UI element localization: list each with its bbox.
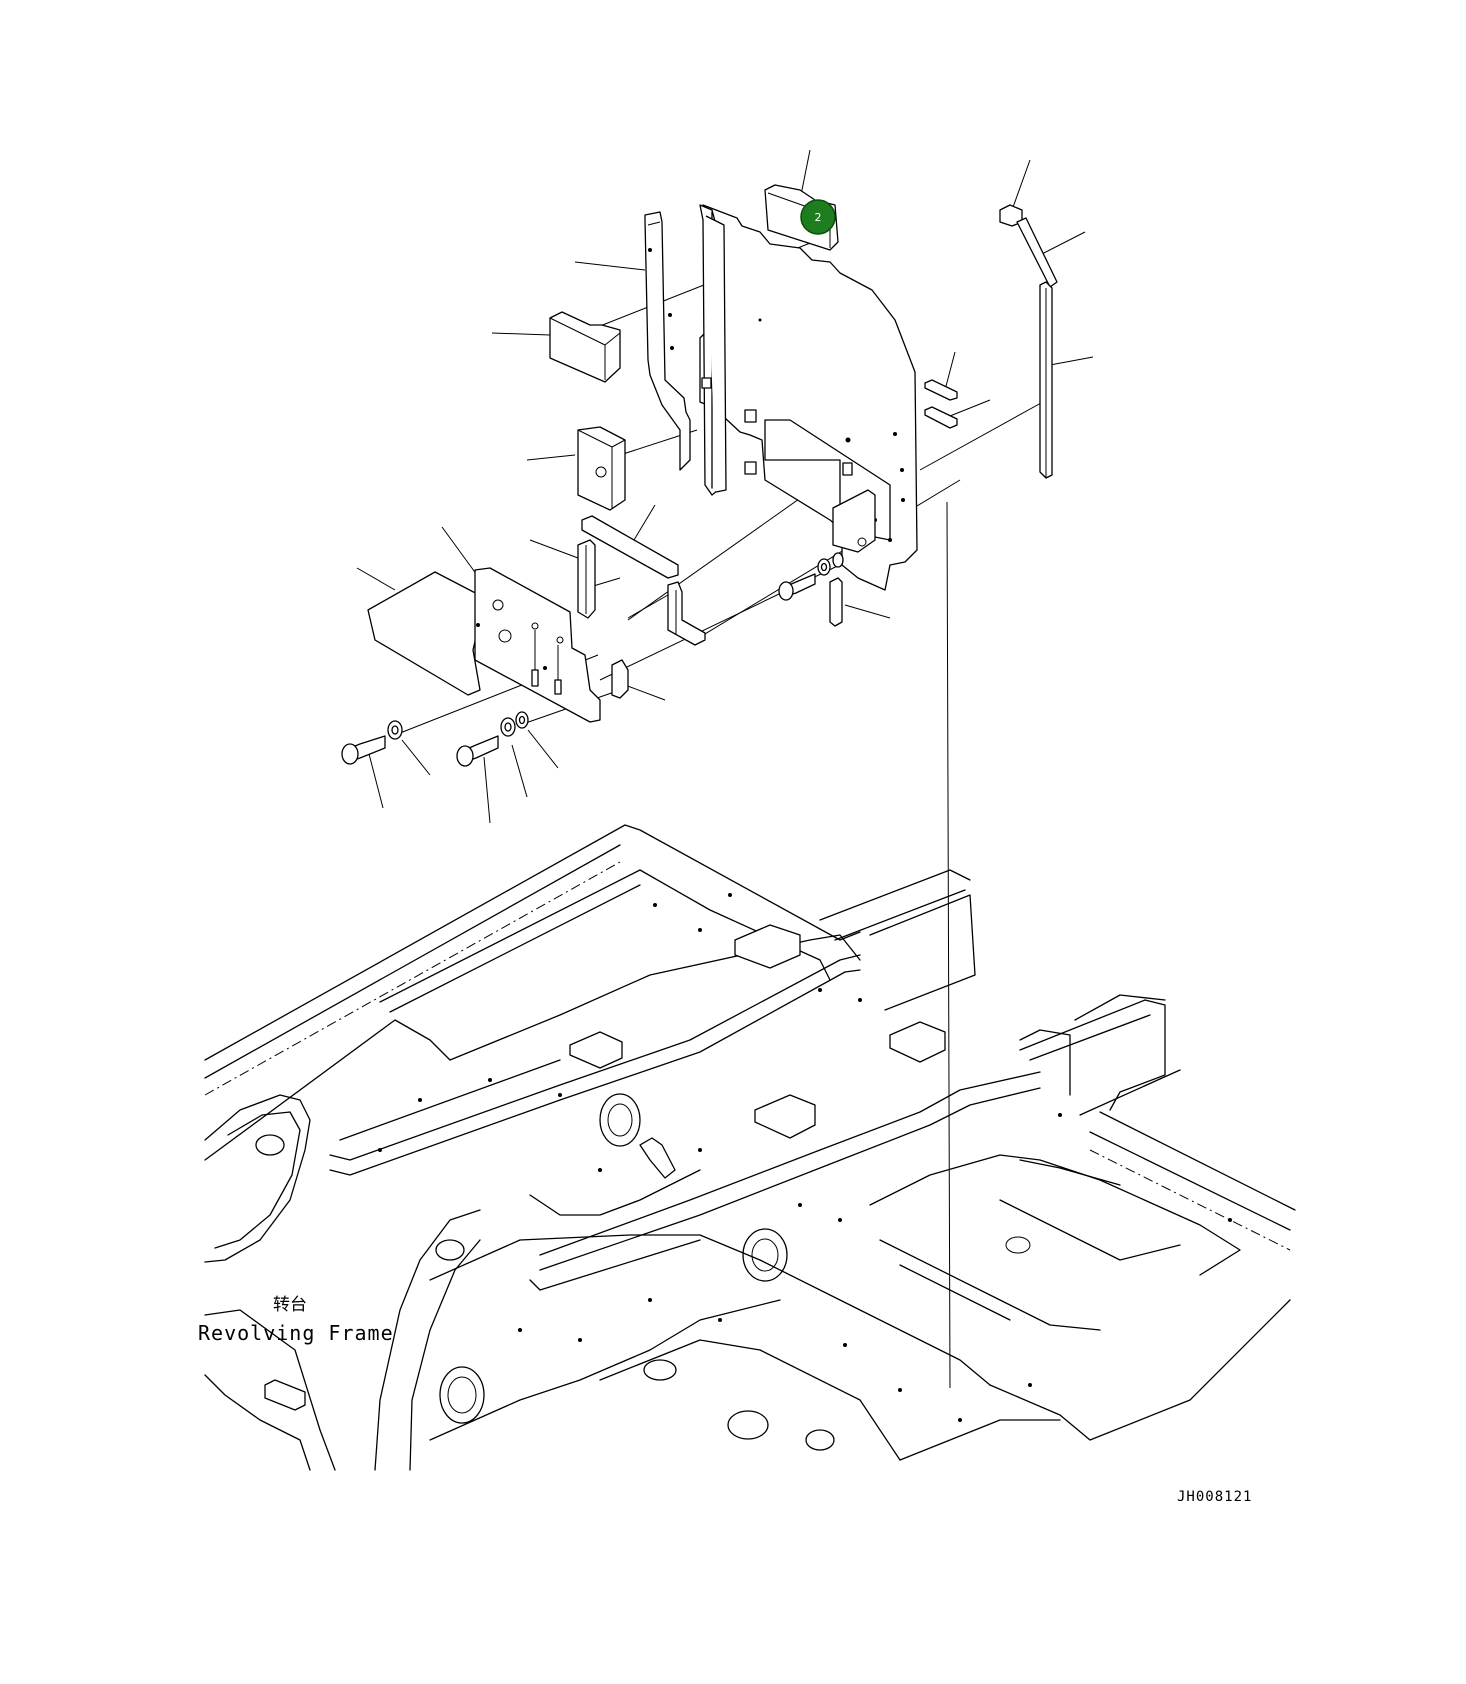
drawing-code: JH008121 (1177, 1489, 1252, 1505)
frame-label-cn: 转台 (273, 1295, 307, 1315)
fasteners (341, 552, 844, 767)
main-bracket (699, 204, 918, 591)
left-panel-parts (549, 211, 706, 646)
frame-label-en: Revolving Frame (198, 1321, 394, 1345)
bolt-left (341, 735, 386, 765)
revolving-frame (204, 824, 1296, 1471)
bolt-right (778, 573, 816, 601)
washer-right-b (832, 552, 844, 568)
callout-number[interactable]: 2 (815, 211, 822, 224)
callout-circle[interactable] (800, 199, 836, 235)
callout-2[interactable]: 2 (800, 199, 836, 235)
lower-plate (367, 567, 629, 723)
bolt-middle (456, 735, 499, 767)
